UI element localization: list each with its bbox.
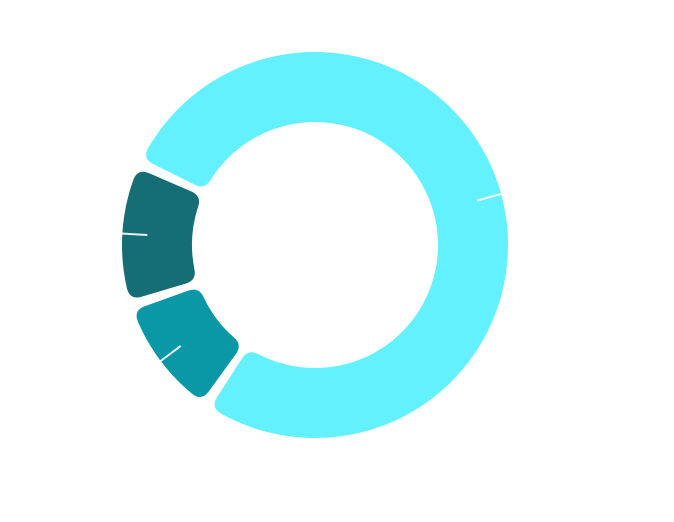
donut-slice-2[interactable] (136, 289, 239, 398)
leader-line-3 (114, 232, 148, 237)
leader-line-1 (476, 190, 510, 202)
leader-line-2 (153, 345, 182, 367)
leader-lines-layer (114, 190, 510, 367)
slices-layer (122, 52, 508, 439)
donut-slice-1[interactable] (146, 52, 508, 439)
donut-slice-3[interactable] (122, 171, 200, 298)
